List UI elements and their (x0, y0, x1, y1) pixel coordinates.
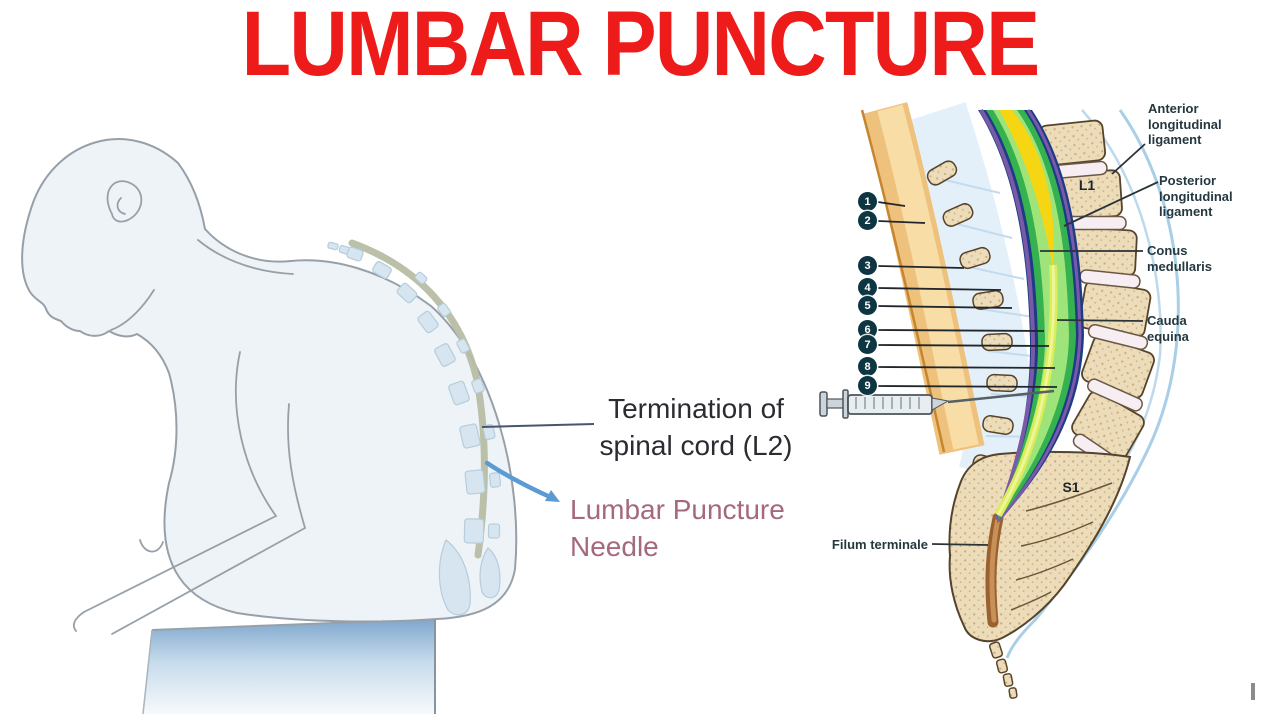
bench (142, 618, 437, 715)
label-filum-terminale: Filum terminale (831, 537, 928, 552)
needle-arrow-icon (484, 460, 560, 502)
syringe-icon (819, 389, 1055, 419)
label-anterior-longitudinal-ligament: Anterior longitudinal ligament (1148, 101, 1222, 147)
sacrum (948, 450, 1132, 699)
marker-5: 5 (858, 296, 877, 315)
spine-sagittal-diagram (819, 102, 1180, 699)
filum-terminale (985, 512, 1004, 628)
vertebra-label-s1: S1 (1062, 479, 1080, 495)
label-conus-medullaris: Conus medullaris (1147, 243, 1213, 274)
dural-sac (978, 108, 1084, 523)
marker-6: 6 (858, 320, 877, 339)
needle-label-line2: Needle (570, 531, 659, 562)
marker-4: 4 (858, 278, 877, 297)
label-leader-lines (931, 143, 1159, 546)
marker-9: 9 (858, 376, 877, 395)
termination-leader-line (481, 423, 595, 428)
marker-leader-lines (877, 201, 1058, 388)
termination-label: Termination of spinal cord (L2) (583, 390, 809, 464)
marker-8: 8 (858, 357, 877, 376)
patient-body (21, 138, 518, 623)
patient-spine (327, 241, 502, 616)
vertebral-column (1037, 119, 1155, 473)
corner-tick (1251, 683, 1255, 700)
label-posterior-longitudinal-ligament: Posterior longitudinal ligament (1159, 173, 1233, 219)
page-title: LUMBAR PUNCTURE (241, 0, 1040, 95)
patient-illustration (21, 138, 518, 715)
marker-1: 1 (858, 192, 877, 211)
marker-2: 2 (858, 211, 877, 230)
needle-label-line1: Lumbar Puncture (570, 494, 785, 525)
label-cauda-equina: Cauda equina (1147, 313, 1189, 344)
marker-3: 3 (858, 256, 877, 275)
termination-label-line2: spinal cord (L2) (599, 430, 793, 461)
centre-annotation-lines (481, 423, 595, 502)
vertebra-label-l1: L1 (1078, 177, 1096, 193)
marker-7: 7 (858, 335, 877, 354)
termination-label-line1: Termination of (608, 393, 784, 424)
lumbar-puncture-needle-label: Lumbar Puncture Needle (570, 491, 810, 565)
patient-detail-lines (72, 180, 306, 635)
